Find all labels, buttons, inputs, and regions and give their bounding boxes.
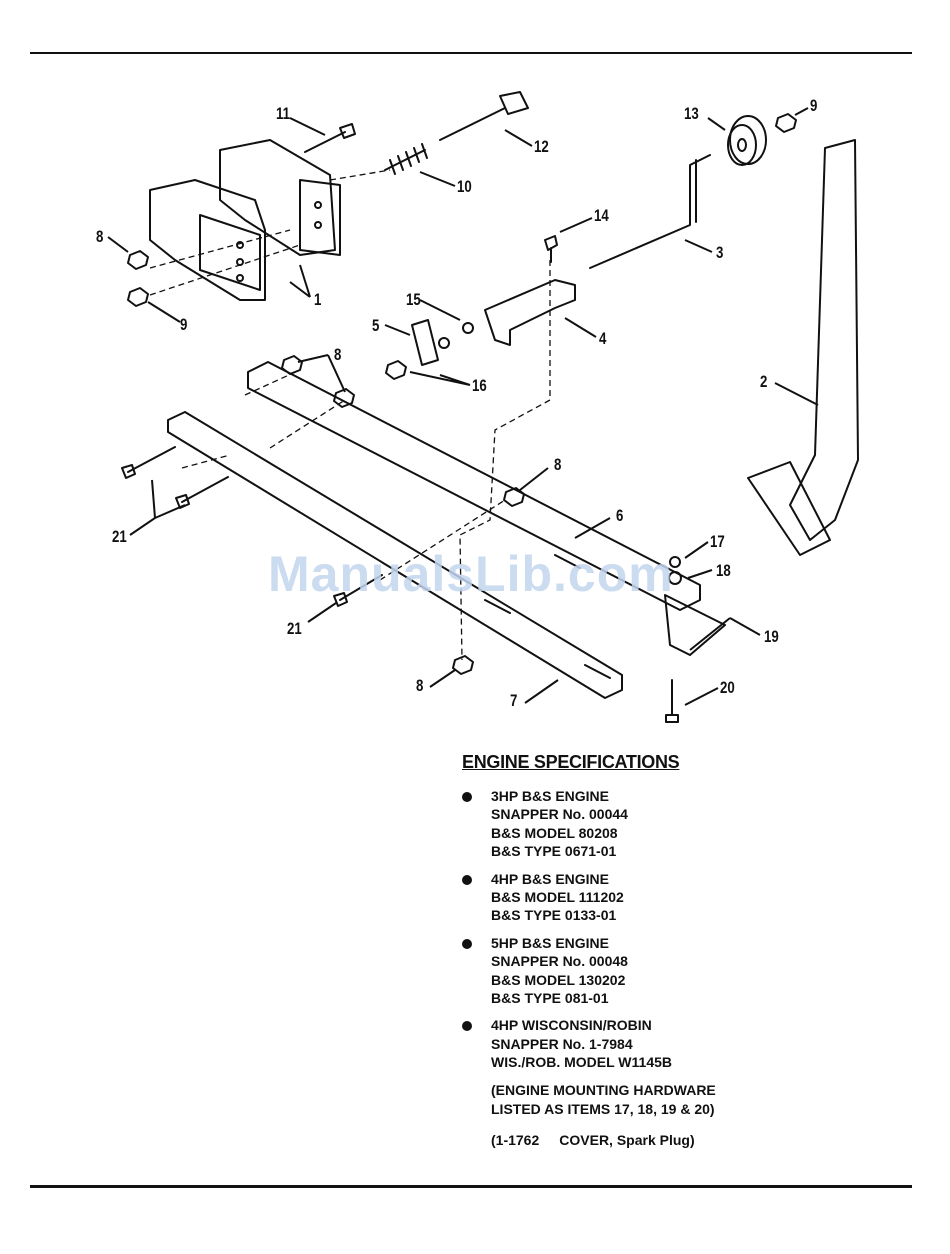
bullet-icon bbox=[462, 1021, 472, 1032]
bullet-icon bbox=[462, 938, 472, 949]
nut-part-9-top bbox=[775, 113, 797, 133]
callout-21-mid: 21 bbox=[287, 619, 302, 638]
callout-7: 7 bbox=[510, 691, 518, 710]
engine-specifications: ENGINE SPECIFICATIONS 3HP B&S ENGINE SNA… bbox=[462, 752, 902, 1150]
callout-8-mid: 8 bbox=[334, 345, 342, 364]
screw-part-14 bbox=[544, 235, 558, 263]
engine-line: SNAPPER No. 1-7984 bbox=[491, 1035, 633, 1052]
latch-part-5 bbox=[411, 319, 439, 366]
engine-mount-block-part-1 bbox=[149, 139, 341, 301]
bolt-part-21-b bbox=[175, 476, 229, 509]
callout-16: 16 bbox=[472, 376, 487, 395]
nut-part-8-c bbox=[503, 487, 525, 507]
cover-part-number: (1-1762 bbox=[491, 1131, 540, 1148]
engine-entry-3hp: 3HP B&S ENGINE SNAPPER No. 00044 B&S MOD… bbox=[462, 787, 902, 861]
plate-part-19 bbox=[664, 594, 726, 656]
note-line: (ENGINE MOUNTING HARDWARE bbox=[491, 1081, 716, 1098]
engine-line: 3HP B&S ENGINE bbox=[491, 788, 609, 804]
handle-part-2 bbox=[789, 139, 859, 541]
washer-part-15 bbox=[462, 322, 474, 334]
engine-line: B&S TYPE 081-01 bbox=[491, 990, 609, 1007]
washer-part-17 bbox=[669, 556, 681, 568]
engine-line: B&S MODEL 80208 bbox=[491, 824, 618, 841]
engine-line: B&S MODEL 111202 bbox=[491, 889, 624, 906]
engine-line: WIS./ROB. MODEL W1145B bbox=[491, 1054, 672, 1071]
engine-line: 4HP B&S ENGINE bbox=[491, 870, 609, 887]
engine-entry-4hp-bs: 4HP B&S ENGINE B&S MODEL 111202 B&S TYPE… bbox=[462, 870, 902, 925]
callout-19: 19 bbox=[764, 627, 779, 646]
nut-part-8-b bbox=[333, 388, 355, 408]
callout-12: 12 bbox=[534, 137, 549, 156]
arm-part-3 bbox=[589, 154, 711, 269]
bullet-icon bbox=[462, 874, 472, 885]
callout-13: 13 bbox=[684, 104, 699, 123]
bullet-icon bbox=[462, 792, 472, 802]
bolt-part-20 bbox=[665, 679, 679, 723]
callout-20: 20 bbox=[720, 678, 735, 697]
watermark: ManualsLib.com bbox=[268, 546, 674, 602]
engine-line: 4HP WISCONSIN/ROBIN bbox=[491, 1017, 652, 1034]
engine-entry-4hp-wisconsin: 4HP WISCONSIN/ROBIN SNAPPER No. 1-7984 W… bbox=[462, 1016, 902, 1071]
engine-line: SNAPPER No. 00048 bbox=[491, 953, 628, 970]
callout-17: 17 bbox=[710, 532, 725, 551]
callout-1: 1 bbox=[314, 290, 322, 309]
engine-line: B&S TYPE 0133-01 bbox=[491, 907, 617, 924]
bottom-rule bbox=[30, 1185, 912, 1188]
rail-part-6 bbox=[247, 361, 701, 611]
washer-part-18 bbox=[668, 571, 682, 585]
parts-diagram bbox=[107, 91, 859, 723]
callout-14: 14 bbox=[594, 206, 609, 225]
note-line: LISTED AS ITEMS 17, 18, 19 & 20) bbox=[491, 1100, 715, 1117]
spring-part-10 bbox=[384, 143, 428, 175]
top-rule bbox=[30, 52, 912, 54]
callout-3: 3 bbox=[716, 243, 724, 262]
callout-18: 18 bbox=[716, 561, 731, 580]
nut-part-16b bbox=[385, 360, 407, 380]
nut-part-9-left bbox=[127, 287, 149, 307]
callout-8-left: 8 bbox=[96, 227, 104, 246]
washer-part-16a bbox=[438, 337, 450, 349]
pulley-part-13 bbox=[727, 115, 767, 166]
engine-line: SNAPPER No. 00044 bbox=[491, 806, 628, 823]
bolt-part-11 bbox=[304, 123, 356, 153]
cover-description: COVER, Spark Plug) bbox=[559, 1131, 695, 1148]
callout-21-left: 21 bbox=[112, 527, 127, 546]
callout-15: 15 bbox=[406, 290, 421, 309]
bolt-part-21-c bbox=[333, 574, 383, 607]
bolt-part-21-a bbox=[121, 446, 176, 479]
callout-11: 11 bbox=[276, 104, 291, 123]
callout-5: 5 bbox=[372, 316, 380, 335]
nut-part-8-d bbox=[452, 655, 474, 675]
specs-title: ENGINE SPECIFICATIONS bbox=[462, 752, 680, 772]
callout-10: 10 bbox=[457, 177, 472, 196]
engine-entry-5hp: 5HP B&S ENGINE SNAPPER No. 00048 B&S MOD… bbox=[462, 934, 902, 1008]
callout-9-top: 9 bbox=[810, 96, 818, 115]
engine-line: 5HP B&S ENGINE bbox=[491, 934, 609, 951]
callout-8-bottom: 8 bbox=[416, 676, 424, 695]
callout-9-left: 9 bbox=[180, 315, 188, 334]
spark-plug-cover-note: (1-1762 COVER, Spark Plug) bbox=[462, 1131, 902, 1150]
rail-part-7 bbox=[167, 411, 623, 699]
callout-2: 2 bbox=[760, 372, 768, 391]
nut-part-8-left bbox=[127, 250, 149, 270]
rod-part-12 bbox=[439, 91, 529, 141]
engine-line: B&S MODEL 130202 bbox=[491, 971, 626, 988]
callout-4: 4 bbox=[599, 329, 607, 348]
nut-part-8-a bbox=[281, 355, 303, 375]
bracket-part-4 bbox=[484, 279, 576, 346]
mounting-hardware-note: (ENGINE MOUNTING HARDWARE LISTED AS ITEM… bbox=[462, 1081, 902, 1119]
callout-6: 6 bbox=[616, 506, 624, 525]
callout-8-right: 8 bbox=[554, 455, 562, 474]
engine-line: B&S TYPE 0671-01 bbox=[491, 843, 617, 860]
